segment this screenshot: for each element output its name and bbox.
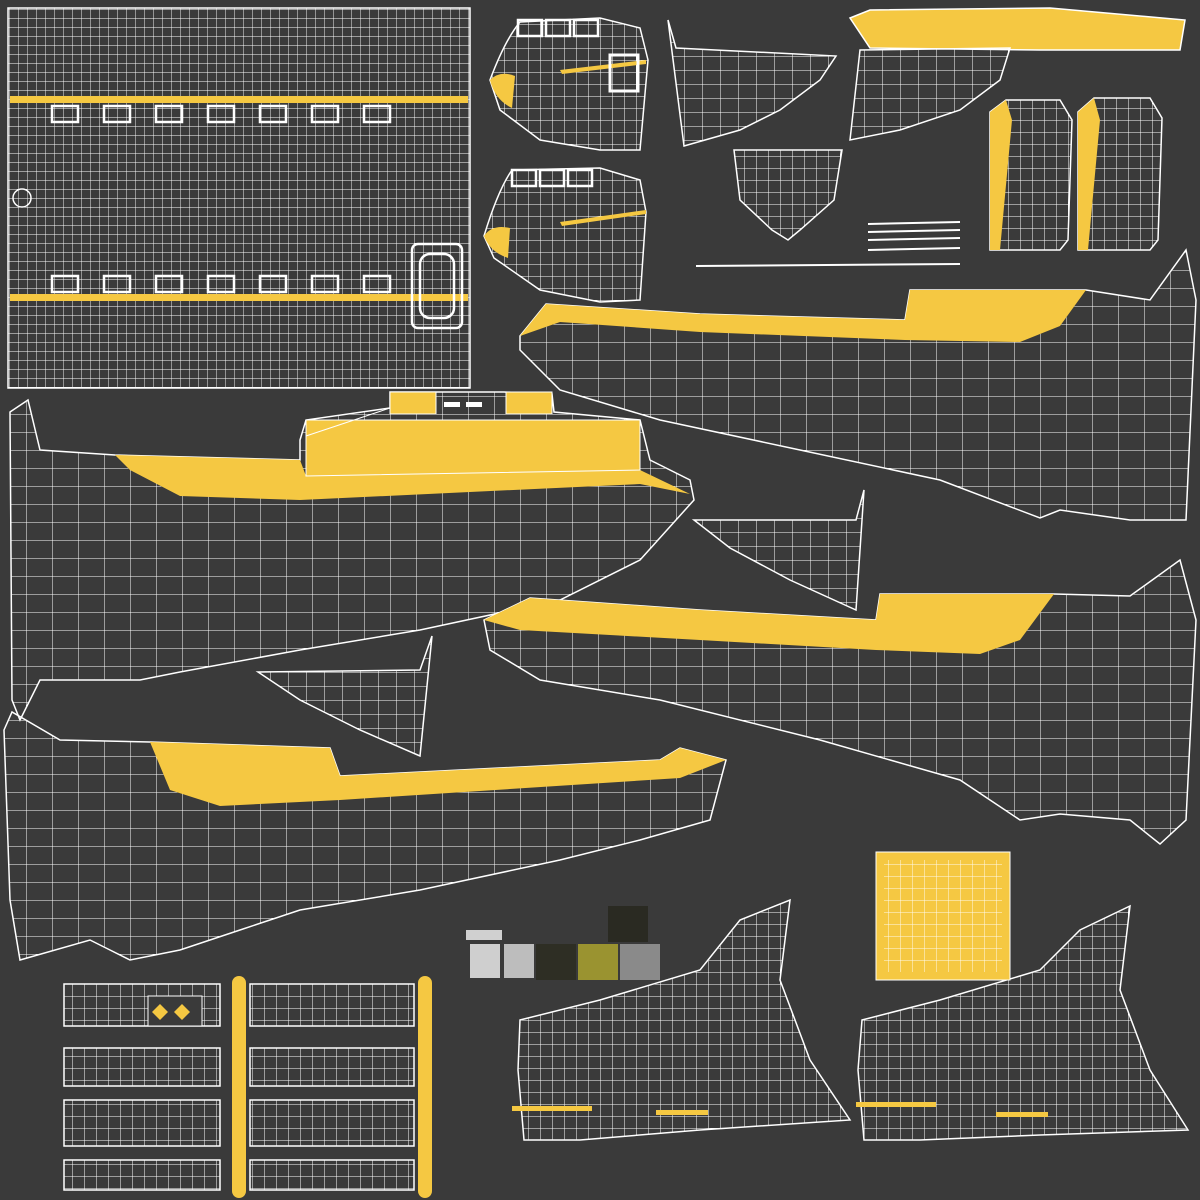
- fin-small-top-island: [667, 19, 838, 147]
- nose-cone-island: [695, 149, 961, 267]
- tail-fin-right-island: [512, 898, 852, 1141]
- texture-swatches: [466, 906, 660, 980]
- wing-tip-top-right-island: [848, 7, 1186, 141]
- yellow-decal-square: [875, 851, 1011, 981]
- wing-lower-right-island: [483, 558, 1197, 845]
- tail-fin-left-island: [856, 904, 1190, 1141]
- cockpit-top-island: [489, 17, 649, 151]
- engine-cowl-right-island: [1077, 97, 1163, 251]
- cockpit-bottom-island: [483, 167, 647, 303]
- wing-upper-left-island: [9, 391, 695, 722]
- stabilizer-left-island: [255, 635, 433, 758]
- stabilizer-right-island: [691, 489, 865, 612]
- wing-upper-right-island: [519, 248, 1197, 521]
- wing-lower-left-island: [3, 710, 727, 961]
- engine-cowl-left-island: [989, 99, 1073, 251]
- fuselage-panel-island: [7, 7, 471, 389]
- bottom-left-strips-island: [63, 976, 432, 1198]
